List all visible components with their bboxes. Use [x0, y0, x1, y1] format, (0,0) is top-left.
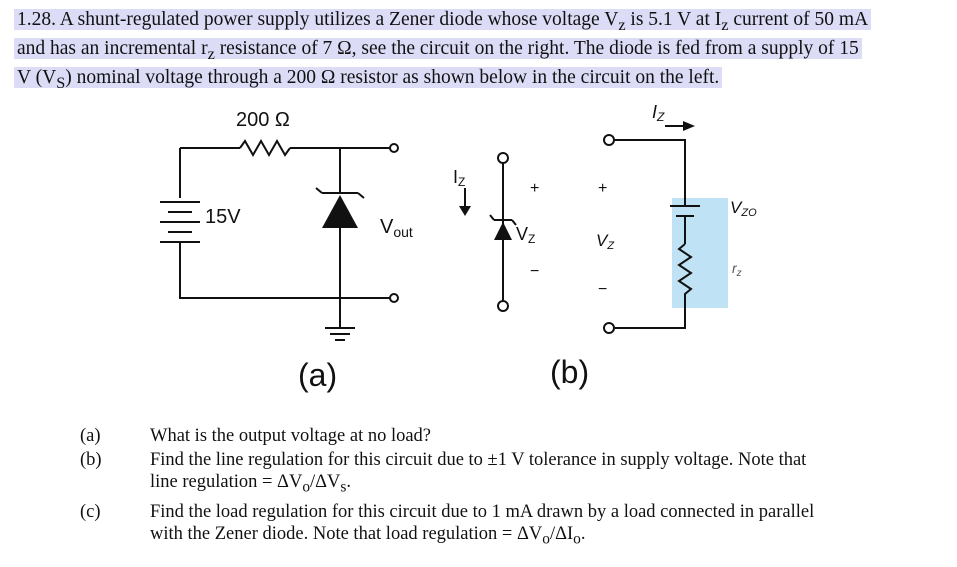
wire	[615, 139, 686, 206]
vzo-label: VZO	[730, 198, 757, 219]
label-sub: z	[736, 268, 742, 279]
question-b: (b) Find the line regulation for this ci…	[80, 449, 930, 499]
plus-sign: +	[598, 180, 607, 197]
zener-model-highlight	[672, 198, 728, 308]
problem-line-2: and has an incremental rz resistance of …	[14, 37, 934, 66]
problem-text: is 5.1 V at I	[625, 9, 722, 30]
problem-text: current of 50 mA	[728, 9, 869, 30]
label-main: I	[652, 102, 657, 122]
question-label: (b)	[80, 450, 102, 470]
formula-text: /ΔV	[310, 472, 341, 492]
formula-text: .	[580, 523, 586, 544]
iz-mid-label: IZ	[453, 167, 465, 189]
problem-text: and has an incremental r	[17, 37, 208, 59]
vz-mid-label: VZ	[516, 224, 535, 246]
zener-diode-a	[322, 195, 358, 228]
question-text: What is the output voltage at no load?	[150, 426, 432, 446]
vz-right-label: VZ	[596, 231, 615, 252]
terminal	[603, 322, 615, 334]
resistor-symbol	[677, 243, 693, 308]
question-c: (c) Find the load regulation for this ci…	[80, 501, 930, 551]
question-line: line regulation = ΔVo/ΔVs.	[150, 471, 930, 499]
subscript: o	[542, 530, 550, 548]
minus-sign: −	[530, 263, 539, 280]
problem-line-3: V (VS) nominal voltage through a 200 Ω r…	[14, 66, 934, 95]
question-label: (a)	[80, 426, 101, 446]
problem-text: resistance of 7 Ω, see the circuit on th…	[214, 37, 859, 59]
terminal	[497, 300, 509, 312]
label-sub: Z	[458, 175, 465, 189]
resistor-symbol	[239, 138, 291, 158]
formula-text: line regulation = ΔV	[150, 472, 303, 492]
terminal	[603, 134, 615, 146]
terminal	[497, 152, 509, 164]
circuit-figure: 200 Ω 15V Vout IZ IZ + VZ − + VZ − VZO r…	[0, 98, 957, 418]
question-line: with the Zener diode. Note that load reg…	[150, 523, 930, 551]
question-text: Find the line regulation for this circui…	[150, 449, 930, 499]
battery-label: 15V	[205, 206, 241, 228]
question-line: Find the load regulation for this circui…	[150, 501, 815, 522]
zener-diode-b	[494, 222, 512, 240]
battery-symbol	[670, 198, 700, 244]
terminal	[389, 143, 399, 153]
label-main: r	[732, 260, 738, 276]
label-sub: out	[393, 224, 413, 240]
problem-line-1: 1.28. A shunt-regulated power supply uti…	[14, 8, 934, 37]
zener-cathode	[489, 214, 517, 226]
question-text: Find the load regulation for this circui…	[150, 501, 930, 551]
circuit-diagram: 200 Ω 15V Vout IZ IZ + VZ − + VZ − VZO r…	[160, 102, 757, 393]
label-main: V	[516, 224, 528, 244]
label-sub: Z	[656, 110, 665, 124]
label-sub: Z	[606, 240, 615, 252]
subscript: z	[207, 44, 215, 63]
formula-text: with the Zener diode. Note that load reg…	[150, 523, 543, 544]
rz-label: rz	[732, 260, 742, 279]
zener-cathode	[315, 187, 365, 199]
arrow-head	[459, 206, 471, 216]
arrow-head	[683, 121, 695, 131]
label-main: I	[453, 167, 458, 187]
label-main: V	[596, 231, 609, 250]
label-main: V	[380, 216, 394, 238]
ground-symbol	[325, 327, 355, 341]
subscript: z	[721, 15, 729, 34]
subscript: o	[573, 530, 581, 548]
subscript: o	[302, 478, 311, 496]
minus-sign: −	[598, 281, 607, 298]
subscript: z	[618, 15, 626, 34]
caption-b: (b)	[550, 354, 589, 390]
formula-text: .	[346, 472, 352, 492]
question-a: (a) What is the output voltage at no loa…	[80, 425, 930, 447]
formula-text: /ΔI	[549, 523, 574, 544]
label-sub: ZO	[740, 207, 757, 219]
questions-list: (a) What is the output voltage at no loa…	[80, 425, 930, 552]
question-line: Find the line regulation for this circui…	[150, 450, 807, 470]
label-sub: Z	[528, 232, 535, 246]
problem-text: 1.28. A shunt-regulated power supply uti…	[17, 9, 619, 30]
resistor-label: 200 Ω	[236, 109, 290, 131]
problem-text: V (V	[17, 66, 57, 88]
subscript: S	[56, 73, 66, 92]
subscript: s	[340, 478, 347, 496]
vout-label: Vout	[380, 216, 413, 240]
problem-text: ) nominal voltage through a 200 Ω resist…	[65, 66, 720, 88]
label-main: V	[730, 198, 743, 217]
caption-a: (a)	[298, 357, 337, 393]
problem-statement: 1.28. A shunt-regulated power supply uti…	[14, 8, 934, 95]
question-label: (c)	[80, 501, 101, 522]
wire	[179, 248, 390, 299]
terminal	[389, 293, 399, 303]
iz-top-label: IZ	[652, 102, 665, 124]
plus-sign: +	[530, 180, 539, 197]
